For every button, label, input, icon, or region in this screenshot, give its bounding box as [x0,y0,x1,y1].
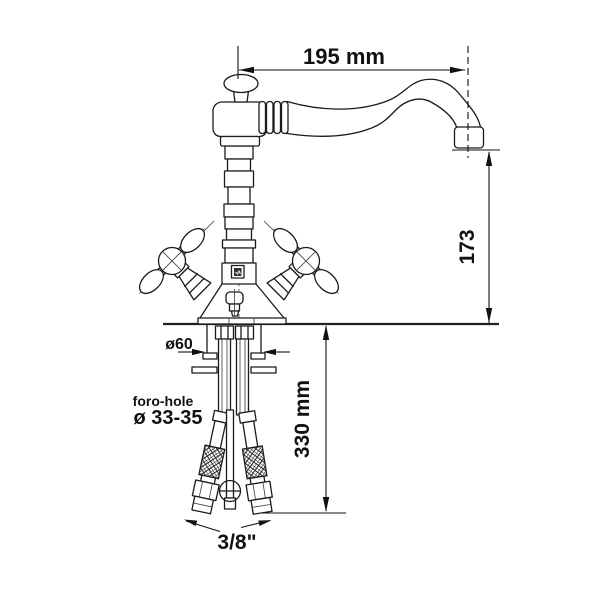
spout-reach-label: 195 mm [303,44,385,69]
dimension-under-counter: 330 mm [262,325,346,514]
flex-hose-left [191,409,231,515]
dimension-flange: ø60 [165,336,290,356]
brand-badge [230,264,245,279]
aerator-tip [453,126,485,149]
dimension-outlet-height: 173 [452,149,500,323]
supply-tube-left [217,338,232,416]
body-underside-fitting [225,289,244,317]
spout [258,78,485,149]
faucet-body [197,283,287,325]
dimension-spout-reach: 195 mm [237,44,469,158]
handle-right [266,227,340,301]
supply-tube-right [235,338,250,416]
hose-thread-note: 3/8" [184,519,272,554]
flange-diameter-label: ø60 [165,336,193,353]
outlet-height-label: 173 [456,229,479,264]
faucet-column [221,145,257,285]
hose-thread-label: 3/8" [217,531,256,554]
hole-size-note: foro-hole ø 33-35 [133,393,203,429]
faucet-head [212,73,268,147]
hole-diameter-label: ø 33-35 [134,407,203,429]
mounting-hardware [191,323,277,416]
under-counter-label: 330 mm [291,380,314,458]
flex-hose-right [238,410,273,515]
handle-left [138,227,212,301]
top-knob [223,73,259,94]
mounting-rod [218,409,242,510]
hole-word-label: foro-hole [133,393,194,409]
